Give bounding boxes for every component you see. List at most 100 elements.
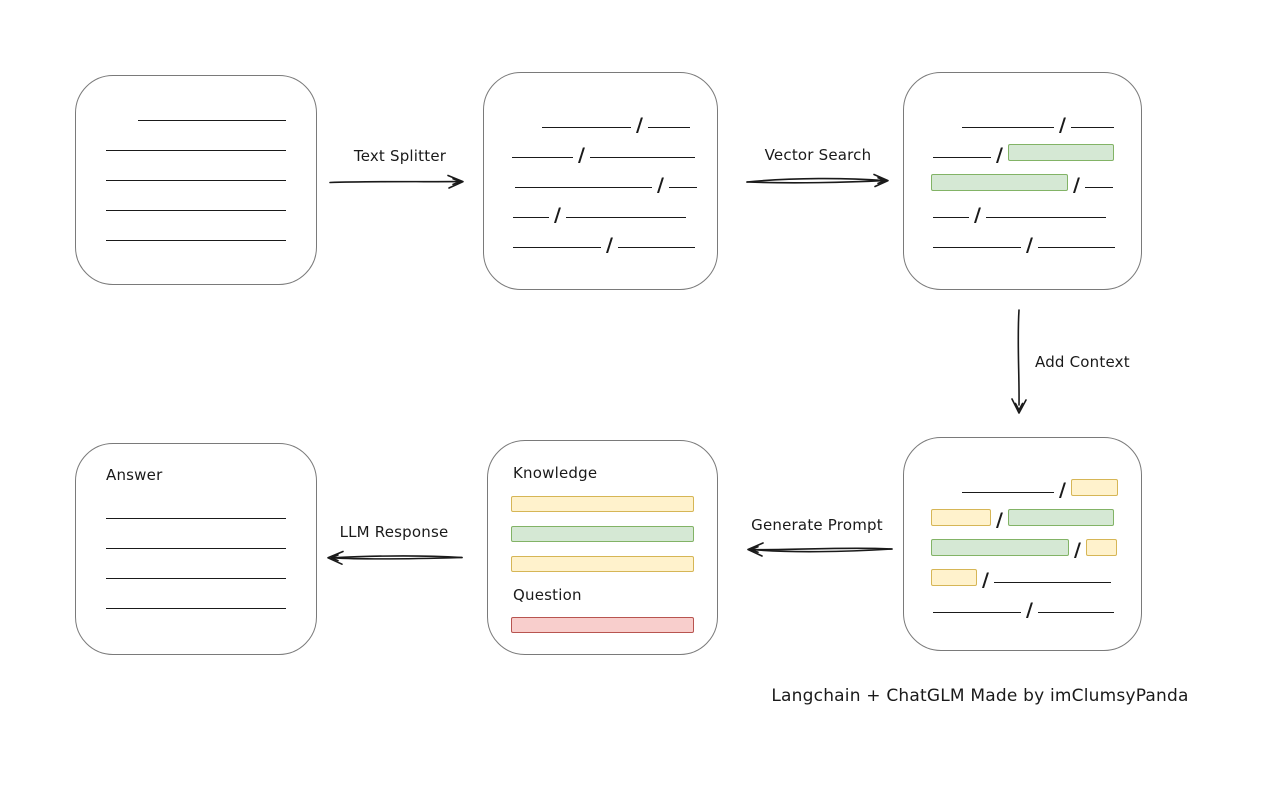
text-row: /: [933, 201, 1141, 225]
slash-separator: /: [1026, 599, 1033, 621]
text-line: [993, 582, 1111, 583]
highlight-yellow-chunk: [931, 569, 977, 586]
text-line: [106, 150, 286, 151]
slash-separator: /: [1074, 539, 1081, 561]
highlight-green-chunk: [1007, 144, 1114, 161]
node-prompt: Knowledge Question: [487, 440, 718, 655]
slash-separator: /: [657, 174, 664, 196]
text-row: /: [512, 141, 717, 165]
text-line: [933, 217, 969, 218]
knowledge-label: Knowledge: [513, 464, 598, 482]
text-line: [106, 210, 286, 211]
text-line: [106, 548, 286, 549]
text-row: [106, 502, 286, 519]
highlight-yellow-chunk: [931, 509, 991, 526]
slash-separator: /: [554, 204, 561, 226]
text-row: /: [933, 596, 1141, 620]
answer-text-lines: [76, 502, 286, 622]
node-answer: Answer: [75, 443, 317, 655]
knowledge-bars: [488, 496, 694, 572]
text-line: [512, 157, 573, 158]
question-label: Question: [513, 586, 582, 604]
text-row: /: [931, 506, 1141, 530]
text-row: [106, 532, 286, 549]
highlight-yellow-chunk: [1085, 539, 1117, 556]
slash-separator: /: [578, 144, 585, 166]
slash-separator: /: [606, 234, 613, 256]
highlight-green-chunk: [1007, 509, 1114, 526]
text-line: [513, 247, 601, 248]
text-row: [106, 164, 316, 181]
text-row: [138, 104, 316, 121]
generate-prompt-arrow: [747, 542, 893, 557]
node-split-chunks: / / / / /: [483, 72, 718, 290]
add-context-label: Add Context: [1035, 353, 1130, 371]
slash-separator: /: [1026, 234, 1033, 256]
text-row: /: [962, 111, 1141, 135]
text-line: [106, 240, 286, 241]
text-row: /: [962, 476, 1141, 500]
document-text-lines: [76, 76, 316, 254]
text-line: [589, 157, 695, 158]
text-line: [668, 187, 697, 188]
text-row: [106, 562, 286, 579]
text-line: [933, 612, 1021, 613]
text-line: [106, 578, 286, 579]
slash-separator: /: [1059, 479, 1066, 501]
highlight-yellow-chunk: [1070, 479, 1118, 496]
text-line: [1037, 612, 1114, 613]
green-bar: [511, 526, 694, 542]
highlight-green-chunk: [931, 174, 1068, 191]
vector-search-arrow: [746, 173, 889, 188]
slash-separator: /: [982, 569, 989, 591]
text-row: [106, 224, 316, 241]
text-row: [106, 134, 316, 151]
text-line: [1070, 127, 1114, 128]
text-row: /: [933, 141, 1141, 165]
text-line: [617, 247, 695, 248]
generate-prompt-label: Generate Prompt: [751, 516, 883, 534]
slash-separator: /: [636, 114, 643, 136]
slash-separator: /: [996, 509, 1003, 531]
text-line: [106, 518, 286, 519]
text-line: [542, 127, 631, 128]
text-line: [1037, 247, 1115, 248]
node-source-document: [75, 75, 317, 285]
add-context-arrow: [1011, 309, 1027, 414]
text-line: [106, 180, 286, 181]
text-row: /: [513, 201, 717, 225]
highlight-green-chunk: [931, 539, 1069, 556]
text-line: [138, 120, 286, 121]
text-row: [106, 592, 286, 609]
text-row: /: [931, 566, 1141, 590]
node-vector-matches: / / / / /: [903, 72, 1142, 290]
yellow-bar: [511, 496, 694, 512]
vector-search-label: Vector Search: [764, 146, 872, 164]
text-line: [985, 217, 1106, 218]
text-line: [962, 492, 1054, 493]
llm-response-arrow: [327, 550, 463, 565]
vector-match-lines: / / / / /: [904, 73, 1141, 261]
text-line: [513, 217, 549, 218]
answer-label: Answer: [106, 466, 163, 484]
text-row: [106, 194, 316, 211]
text-line: [962, 127, 1054, 128]
slash-separator: /: [974, 204, 981, 226]
text-line: [647, 127, 690, 128]
text-row: /: [933, 231, 1141, 255]
text-line: [1084, 187, 1113, 188]
credit-caption: Langchain + ChatGLM Made by imClumsyPand…: [771, 686, 1189, 706]
text-row: /: [542, 111, 717, 135]
red-bar: [511, 617, 694, 633]
context-chunk-lines: / / / / /: [904, 438, 1141, 626]
question-bars: [488, 617, 694, 633]
text-line: [515, 187, 652, 188]
text-line: [933, 157, 991, 158]
llm-response-label: LLM Response: [339, 523, 449, 541]
text-row: /: [931, 171, 1141, 195]
text-line: [106, 608, 286, 609]
slash-separator: /: [996, 144, 1003, 166]
text-splitter-label: Text Splitter: [353, 147, 447, 165]
text-row: /: [515, 171, 717, 195]
